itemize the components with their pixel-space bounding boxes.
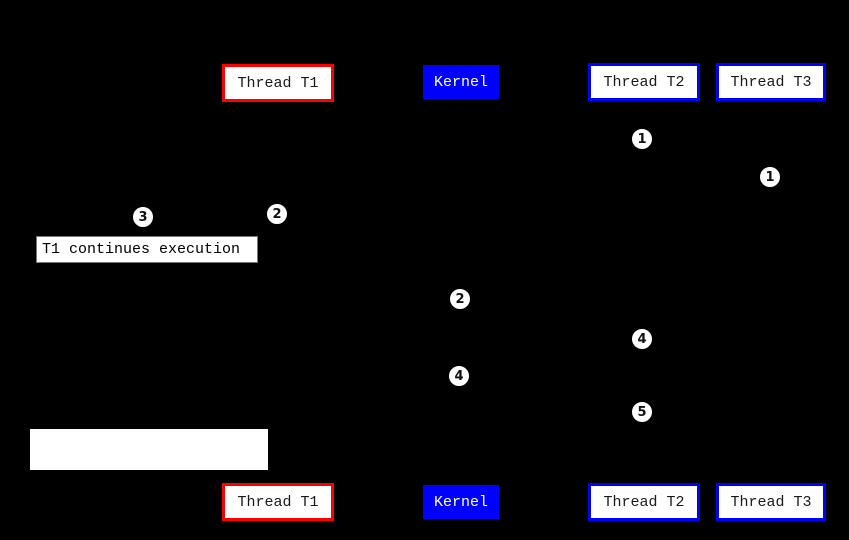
participant-kernel-top: Kernel xyxy=(423,65,499,99)
sequence-marker-3-t1-note: 3 xyxy=(132,206,154,228)
participant-label: Thread T2 xyxy=(603,493,685,511)
sequence-marker-1-kernel-to-t2: 1 xyxy=(631,128,653,150)
participant-thread-t3-bottom: Thread T3 xyxy=(716,483,826,521)
note-text: T1 continues execution xyxy=(42,241,241,258)
participant-label: Thread T1 xyxy=(237,493,319,511)
sequence-marker-4-kernel-lifeline: 4 xyxy=(448,365,470,387)
blank-note-box xyxy=(30,429,268,470)
note-t1-continues-execution: T1 continues execution xyxy=(36,236,258,263)
participant-label: Thread T2 xyxy=(603,73,685,91)
participant-label: Kernel xyxy=(433,493,488,511)
participant-thread-t3-top: Thread T3 xyxy=(716,63,826,101)
participant-thread-t1-bottom: Thread T1 xyxy=(222,483,334,521)
sequence-marker-1-kernel-to-t3: 1 xyxy=(759,166,781,188)
sequence-marker-5-t2-lifeline: 5 xyxy=(631,401,653,423)
sequence-marker-2-kernel-lifeline: 2 xyxy=(449,288,471,310)
sequence-marker-2-t1-lifeline: 2 xyxy=(266,203,288,225)
participant-label: Thread T3 xyxy=(730,73,812,91)
participant-kernel-bottom: Kernel xyxy=(423,485,499,519)
participant-thread-t1-top: Thread T1 xyxy=(222,64,334,102)
participant-label: Thread T1 xyxy=(237,74,319,92)
participant-label: Kernel xyxy=(433,73,488,91)
participant-label: Thread T3 xyxy=(730,493,812,511)
participant-thread-t2-top: Thread T2 xyxy=(588,63,700,101)
sequence-marker-4-t2-lifeline: 4 xyxy=(631,328,653,350)
participant-thread-t2-bottom: Thread T2 xyxy=(588,483,700,521)
